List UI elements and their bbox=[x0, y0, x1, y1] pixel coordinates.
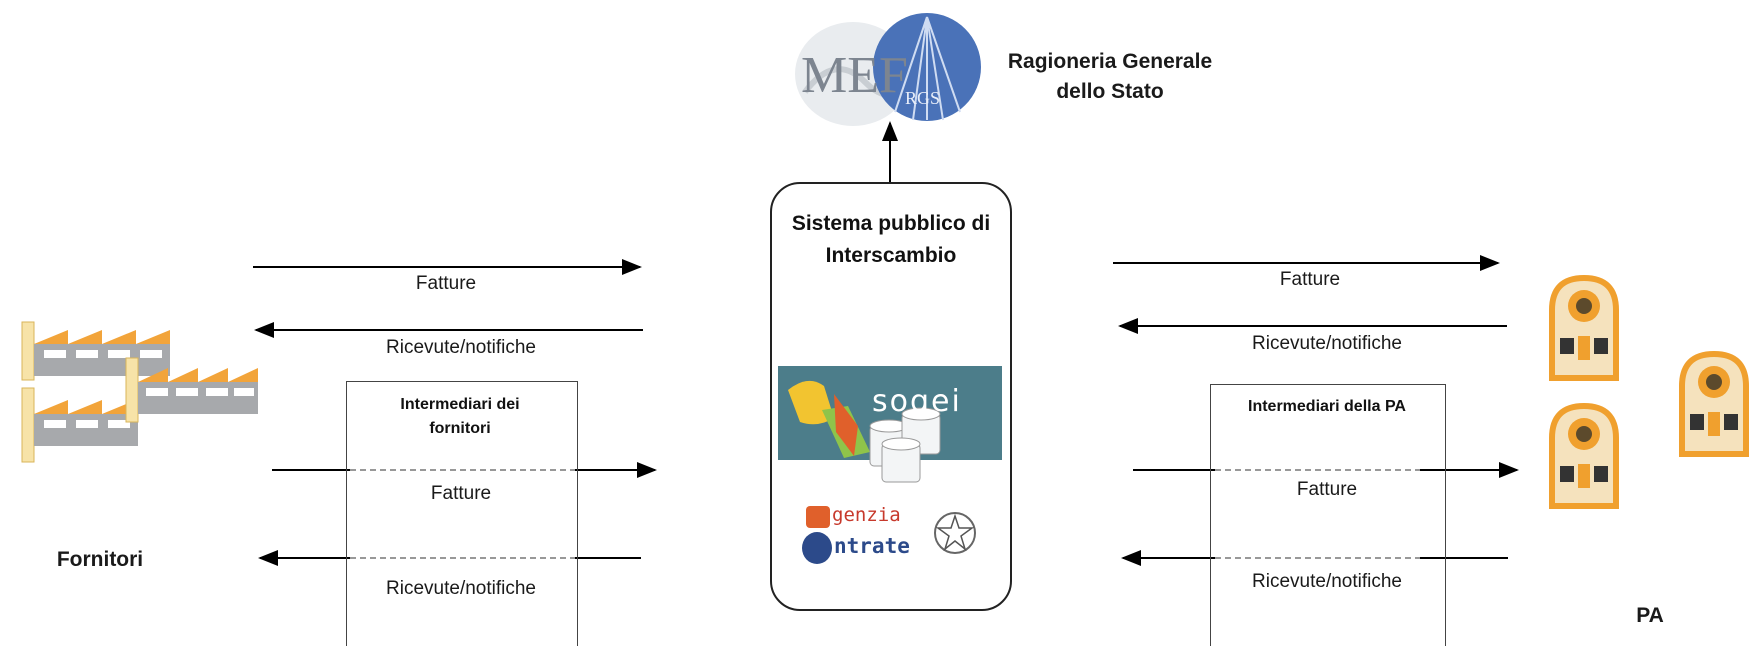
agenzia-text: genzia bbox=[832, 504, 901, 526]
public-building-icon bbox=[1549, 274, 1749, 509]
left-intermediari-box bbox=[346, 381, 578, 646]
sogei-logo: sogei bbox=[778, 366, 1002, 483]
fornitori-label: Fornitori bbox=[56, 548, 144, 571]
left-ricevute-label: Ricevute/notifiche bbox=[386, 337, 536, 358]
rgs-name-line2: dello Stato bbox=[1056, 80, 1164, 103]
left-box-fatture-label: Fatture bbox=[430, 483, 492, 504]
left-intermediari-title: Intermediari dei fornitori bbox=[400, 396, 520, 437]
right-intermediari-box bbox=[1210, 384, 1446, 646]
rgs-logo-mef-text: MEF bbox=[801, 47, 908, 104]
factory-icon bbox=[21, 321, 258, 463]
agenzia-a-badge bbox=[806, 506, 830, 528]
entrate-text: ntrate bbox=[834, 534, 910, 558]
rgs-name: Ragioneria Generale dello Stato bbox=[1000, 47, 1220, 107]
right-box-fatture-label: Fatture bbox=[1296, 479, 1358, 500]
rgs-logo-rgs-text: RGS bbox=[905, 88, 941, 108]
right-fatture-label: Fatture bbox=[1279, 269, 1341, 290]
pa-label: PA bbox=[1636, 604, 1664, 627]
left-fatture-label: Fatture bbox=[415, 273, 477, 294]
sdi-box: Sistema pubblico di Interscambio sogei g… bbox=[770, 182, 1012, 611]
sogei-logo-text: sogei bbox=[872, 384, 962, 419]
sdi-title-line1: Sistema pubblico di bbox=[791, 212, 991, 235]
rgs-logo: MEF RGS bbox=[795, 12, 987, 130]
emblem-icon bbox=[934, 512, 976, 554]
sdi-title-line2: Interscambio bbox=[825, 244, 957, 267]
entrate-e-badge bbox=[802, 532, 832, 564]
right-box-ricevute-label: Ricevute/notifiche bbox=[1252, 571, 1402, 592]
agenzia-entrate-logo: genzia ntrate bbox=[802, 502, 992, 572]
right-intermediari-title: Intermediari della PA bbox=[1248, 398, 1406, 415]
left-box-ricevute-label: Ricevute/notifiche bbox=[386, 578, 536, 599]
rgs-name-line1: Ragioneria Generale bbox=[1007, 50, 1213, 73]
sdi-title: Sistema pubblico di Interscambio bbox=[772, 208, 1010, 272]
right-ricevute-label: Ricevute/notifiche bbox=[1252, 333, 1402, 354]
